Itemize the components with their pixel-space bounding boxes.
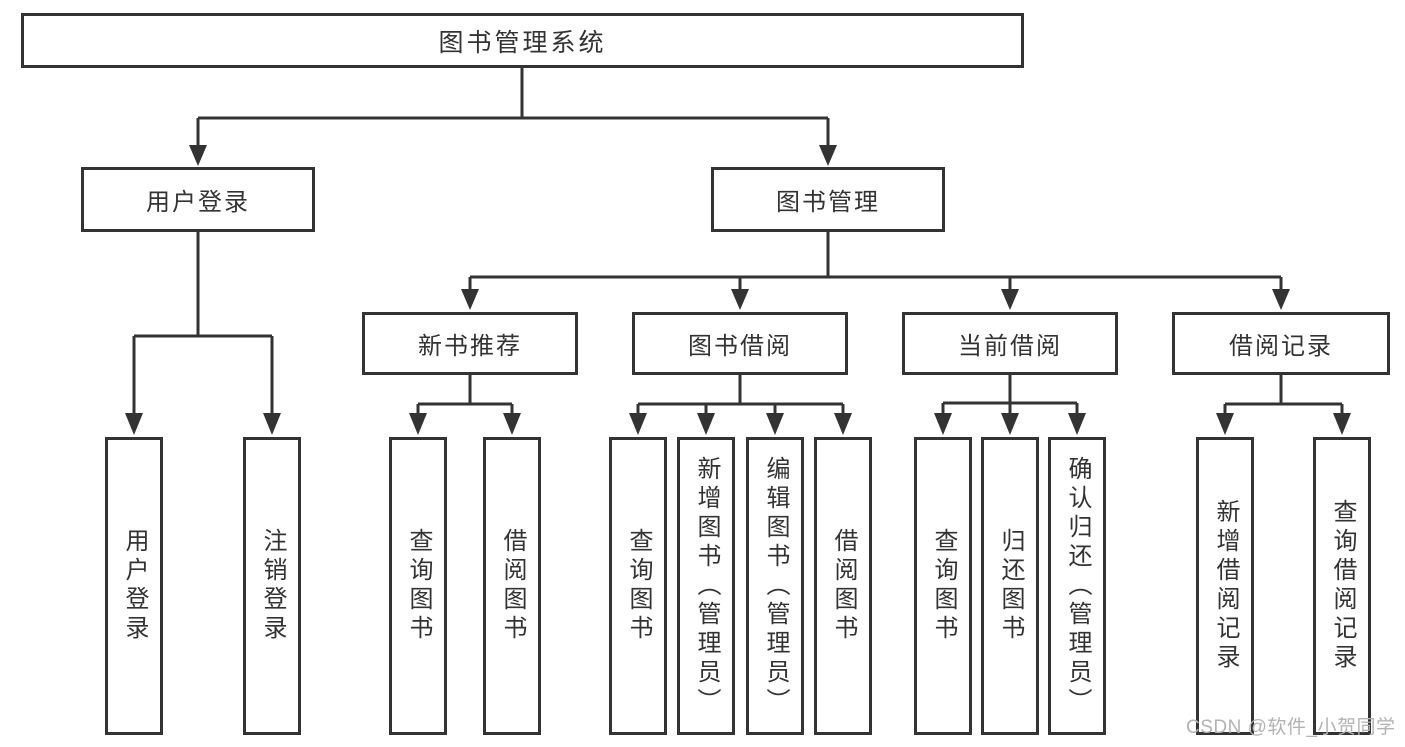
connector-book-borrow <box>636 373 845 414</box>
connector-user-login <box>132 231 274 414</box>
node-label: 新增图书（管理员） <box>693 455 720 717</box>
leaf-query-borrow-record: 查询借阅记录 <box>1313 437 1371 735</box>
node-label: 用户登录 <box>121 528 148 644</box>
node-label: 用户登录 <box>146 189 250 216</box>
leaf-edit-books-admin: 编辑图书（管理员） <box>746 437 804 735</box>
arrowhead <box>1068 413 1086 435</box>
arrowhead <box>1001 413 1019 435</box>
node-label: 图书借阅 <box>688 333 792 360</box>
arrowhead <box>731 289 749 310</box>
node-label: 新增借阅记录 <box>1212 499 1239 673</box>
node-label: 归还图书 <box>997 528 1024 644</box>
arrowhead <box>409 413 427 435</box>
node-label: 查询图书 <box>930 528 957 644</box>
leaf-query-books-current: 查询图书 <box>914 437 972 735</box>
node-label: 注销登录 <box>259 528 286 644</box>
node-label: 确认归还（管理员） <box>1064 455 1091 717</box>
leaf-confirm-return-admin: 确认归还（管理员） <box>1048 437 1106 735</box>
leaf-borrow-books-recommend: 借阅图书 <box>483 437 541 735</box>
connector-new-book <box>416 373 514 414</box>
arrowhead <box>263 413 281 435</box>
node-label: 查询图书 <box>405 528 432 644</box>
arrowhead <box>1272 289 1290 310</box>
leaf-borrow-books: 借阅图书 <box>814 437 872 735</box>
node-borrow-records: 借阅记录 <box>1172 312 1390 375</box>
leaf-logout: 注销登录 <box>243 437 301 735</box>
arrowhead <box>834 413 852 435</box>
arrowhead <box>189 145 207 166</box>
node-book-management: 图书管理 <box>711 167 945 232</box>
leaf-query-books-borrow: 查询图书 <box>609 437 667 735</box>
arrowhead <box>461 289 479 310</box>
leaf-return-books: 归还图书 <box>981 437 1039 735</box>
connector-borrow-record <box>1223 373 1344 414</box>
node-label: 借阅图书 <box>830 528 857 644</box>
arrowhead <box>1216 413 1234 435</box>
node-label: 图书管理系统 <box>438 28 607 57</box>
connector-book-management <box>468 231 1283 290</box>
arrowhead <box>697 413 715 435</box>
node-system-root: 图书管理系统 <box>21 13 1024 68</box>
arrowhead <box>503 413 521 435</box>
connector-root <box>196 66 830 146</box>
leaf-query-books-recommend: 查询图书 <box>389 437 447 735</box>
node-label: 编辑图书（管理员） <box>762 455 789 717</box>
leaf-add-borrow-record: 新增借阅记录 <box>1196 437 1254 735</box>
leaf-add-books-admin: 新增图书（管理员） <box>677 437 735 735</box>
node-label: 当前借阅 <box>958 333 1062 360</box>
node-label: 查询图书 <box>625 528 652 644</box>
node-current-borrow: 当前借阅 <box>902 312 1118 375</box>
node-user-login: 用户登录 <box>81 167 315 232</box>
arrowhead <box>934 413 952 435</box>
node-new-book-recommend: 新书推荐 <box>362 312 578 375</box>
watermark-text: CSDN @软件_小贺同学 <box>1186 717 1396 738</box>
arrowhead <box>1333 413 1351 435</box>
node-label: 查询借阅记录 <box>1329 499 1356 673</box>
node-label: 借阅记录 <box>1229 333 1333 360</box>
arrowhead <box>125 413 143 435</box>
arrowhead <box>1001 289 1019 310</box>
node-label: 图书管理 <box>776 189 880 216</box>
node-book-borrow: 图书借阅 <box>632 312 848 375</box>
leaf-user-login: 用户登录 <box>105 437 163 735</box>
arrowhead <box>629 413 647 435</box>
arrowhead <box>766 413 784 435</box>
node-label: 新书推荐 <box>418 333 522 360</box>
connector-current-borrow <box>941 373 1079 414</box>
node-label: 借阅图书 <box>499 528 526 644</box>
arrowhead <box>819 145 837 166</box>
